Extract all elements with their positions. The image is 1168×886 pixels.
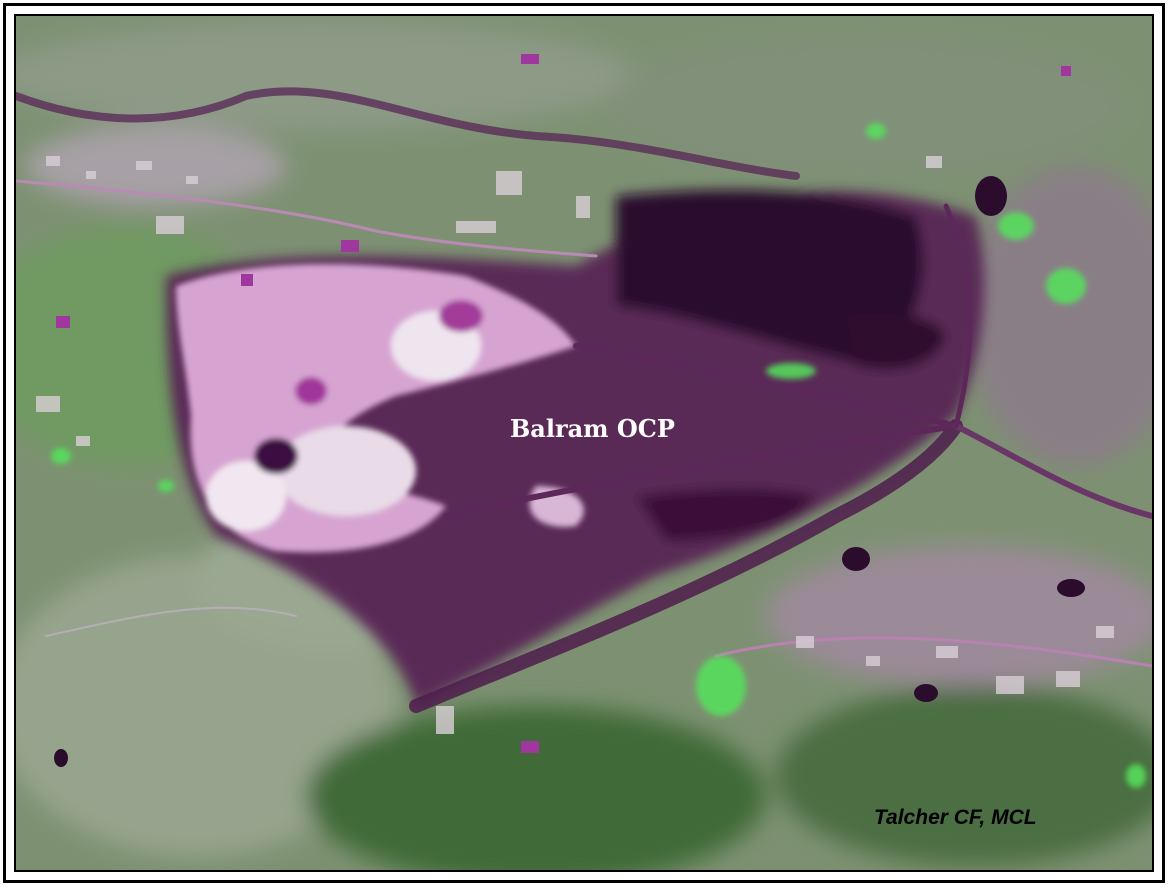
satellite-image: Balram OCP Talcher CF, MCL xyxy=(14,14,1154,872)
satellite-image-graphic xyxy=(16,16,1152,870)
mine-site-label: Balram OCP xyxy=(510,414,675,443)
map-outer-border xyxy=(3,3,1165,883)
coalfield-credit-label: Talcher CF, MCL xyxy=(874,806,1037,829)
